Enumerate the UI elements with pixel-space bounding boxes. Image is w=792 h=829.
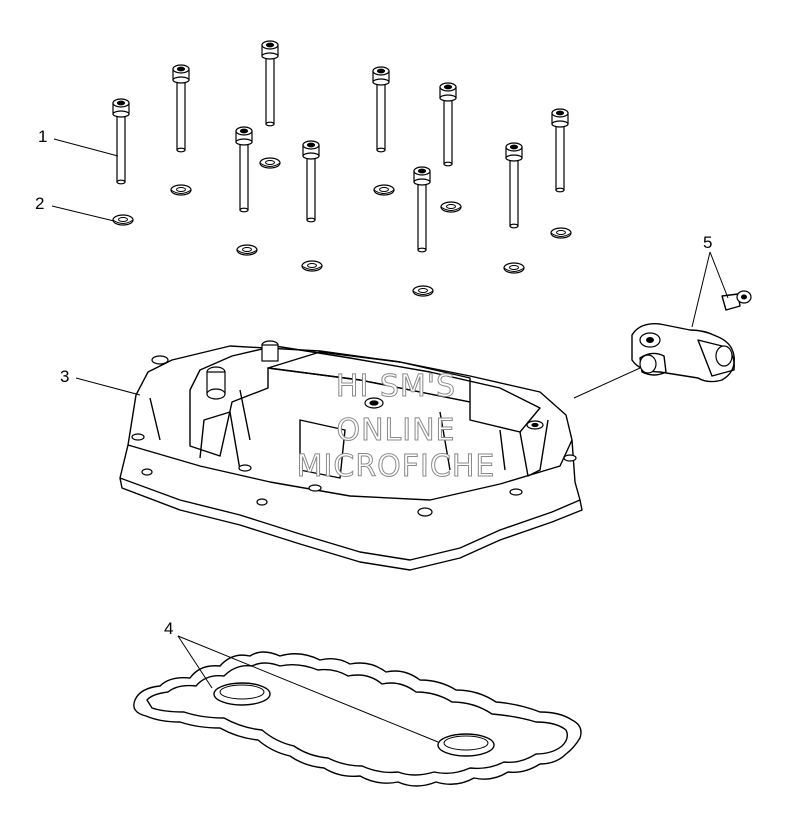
cap-screw (302, 140, 320, 223)
watermark-line-1: HI SM'S (336, 369, 456, 404)
cap-screw (112, 98, 130, 185)
bolt-group (112, 40, 569, 253)
cap-screw (439, 82, 457, 167)
cap-screw (261, 40, 279, 127)
cap-screw (505, 142, 523, 229)
callout-1: 1 (38, 127, 47, 146)
cap-screw (413, 166, 431, 253)
cap-screw (235, 126, 253, 213)
cap-screw (372, 66, 390, 153)
callout-3: 3 (60, 367, 69, 386)
callout-labels: 1 2 3 4 5 (35, 127, 712, 638)
cap-screw (551, 108, 569, 193)
watermark-line-3: MICROFICHE (297, 449, 496, 484)
gasket (133, 651, 582, 787)
cap-screw (172, 64, 190, 153)
callout-2: 2 (35, 194, 44, 213)
valve-cover (119, 340, 583, 571)
callout-4: 4 (164, 619, 173, 638)
leader-lines (51, 138, 729, 743)
watermark-line-2: ONLINE (336, 413, 455, 448)
watermark: HI SM'S ONLINE MICROFICHE (296, 369, 496, 485)
cam-position-sensor (631, 290, 752, 383)
washer-group (112, 157, 572, 297)
callout-5: 5 (703, 233, 712, 252)
